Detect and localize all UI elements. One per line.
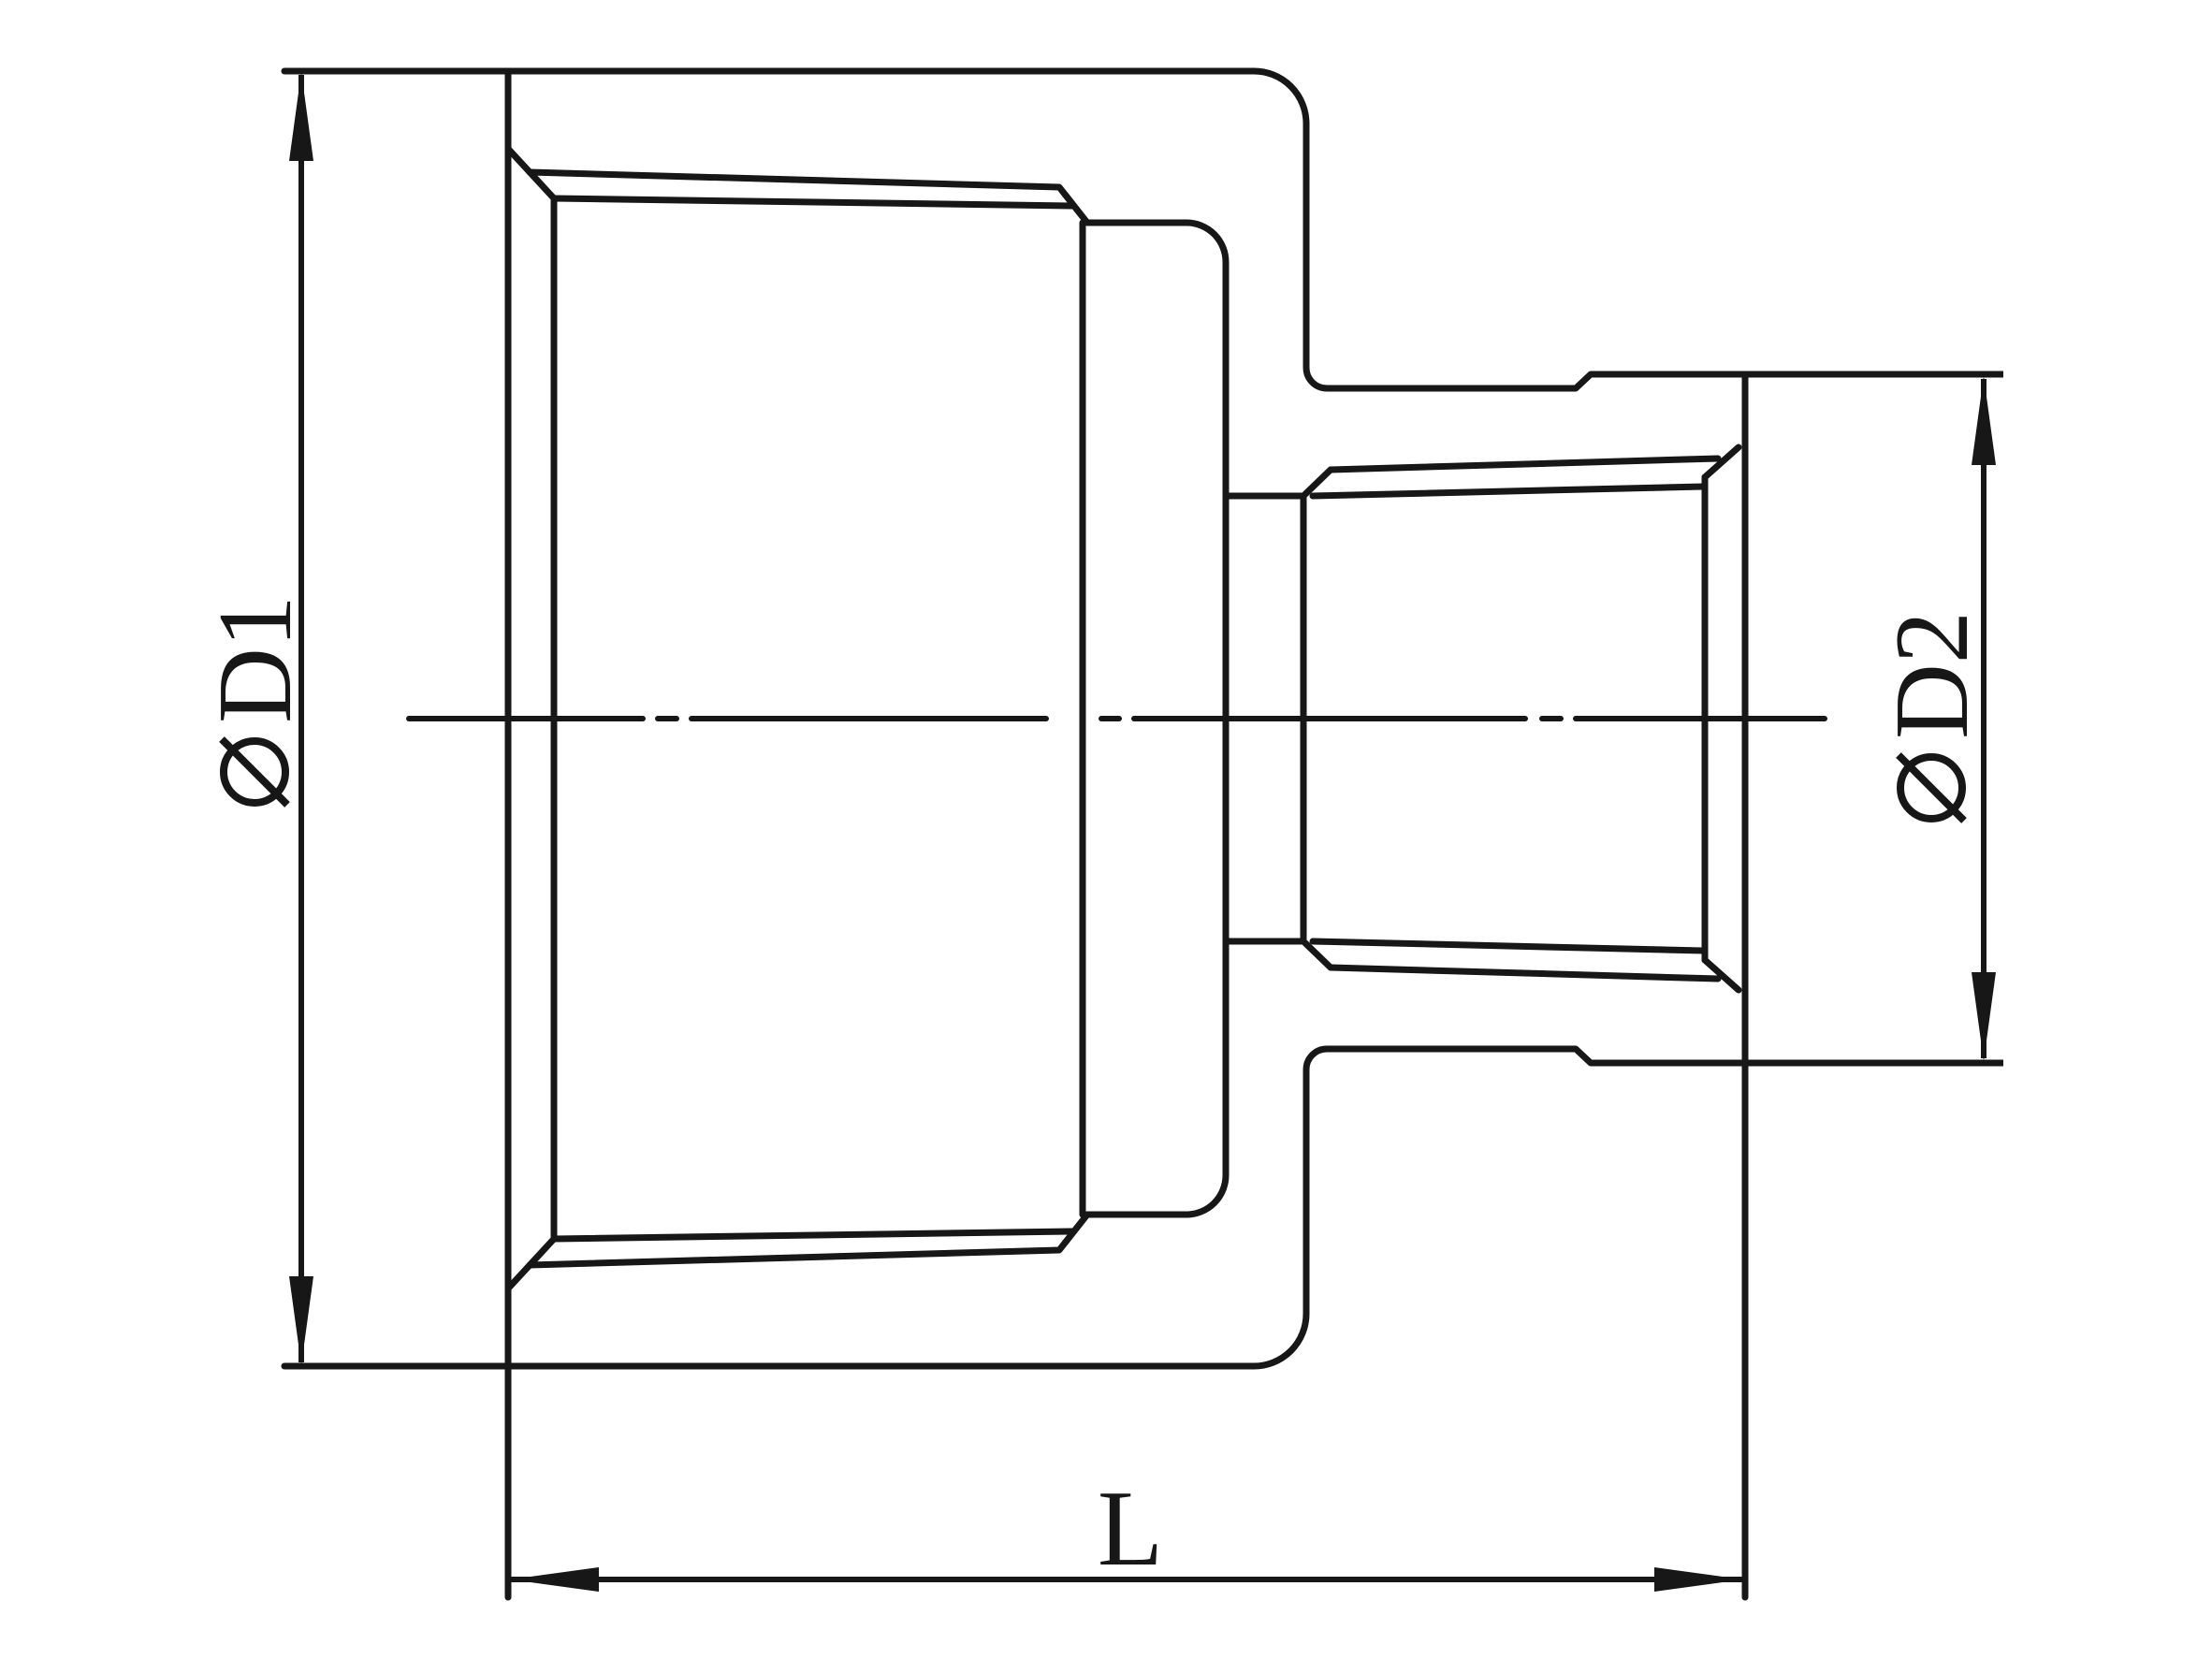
body-outline-top bbox=[281, 67, 1749, 392]
d2-label-text: D2 bbox=[1874, 611, 1990, 739]
arrowhead-down-icon bbox=[1972, 972, 1996, 1061]
small-socket-chamfer-inner-top bbox=[1300, 466, 1334, 500]
body-outline-bottom bbox=[281, 1045, 1749, 1370]
dimension-l: L bbox=[508, 1469, 1745, 1592]
small-thread-line-bottom-outer bbox=[1327, 964, 1722, 982]
dimension-d1: D1 bbox=[197, 72, 313, 1365]
diameter-symbol-icon bbox=[219, 736, 290, 808]
dimension-d2: D2 bbox=[1745, 371, 2003, 1067]
small-mouth-chamfer-top bbox=[1701, 444, 1742, 481]
small-mouth-chamfer-bottom bbox=[1701, 956, 1742, 994]
large-thread-line-bottom-outer bbox=[526, 1211, 1091, 1269]
arrowhead-left-icon bbox=[510, 1567, 599, 1592]
d1-label-text: D1 bbox=[197, 595, 313, 723]
l-label-text: L bbox=[1098, 1469, 1163, 1588]
small-socket-chamfer-inner-bottom bbox=[1300, 938, 1334, 971]
large-thread-line-top-inner bbox=[550, 195, 1077, 210]
d1-arrowheads bbox=[289, 72, 313, 1365]
l-arrowheads bbox=[510, 1567, 1743, 1592]
arrowhead-down-icon bbox=[289, 1276, 313, 1365]
small-thread-line-top-inner bbox=[1309, 483, 1707, 500]
arrowhead-right-icon bbox=[1654, 1567, 1743, 1592]
arrowhead-up-icon bbox=[1972, 376, 1996, 465]
d2-arrowheads bbox=[1972, 376, 1996, 1061]
arrowhead-up-icon bbox=[289, 72, 313, 161]
d1-label: D1 bbox=[197, 595, 313, 808]
small-thread-line-bottom-inner bbox=[1309, 938, 1707, 954]
large-thread-line-top-outer bbox=[526, 168, 1091, 226]
part-geometry bbox=[281, 67, 1749, 1601]
diameter-symbol-icon bbox=[1896, 752, 1967, 823]
small-thread-line-top-outer bbox=[1327, 455, 1722, 473]
large-thread-line-bottom-inner bbox=[550, 1228, 1077, 1243]
d2-label: D2 bbox=[1874, 611, 1990, 823]
large-socket-interior bbox=[505, 146, 1230, 1291]
